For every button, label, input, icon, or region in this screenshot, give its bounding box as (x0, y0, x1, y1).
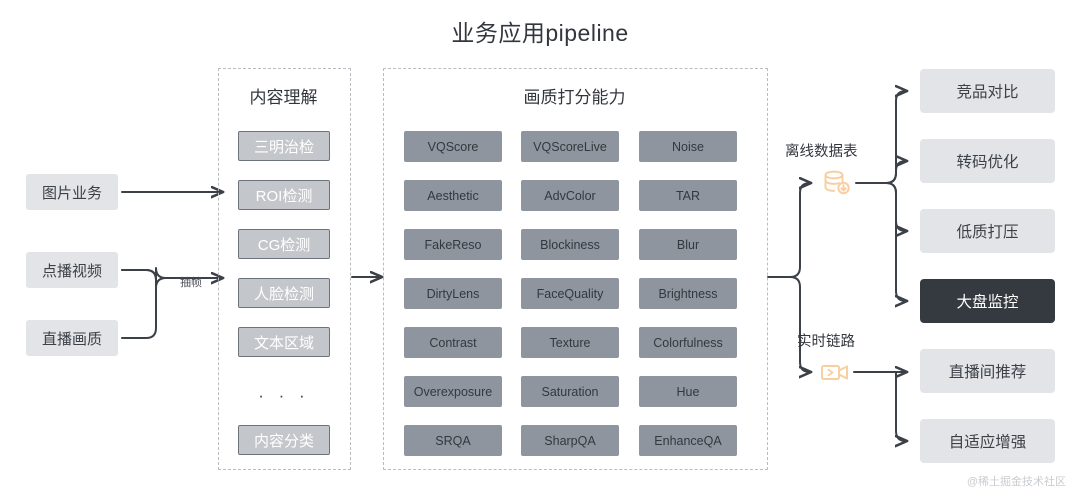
quality-chip-blur[interactable]: Blur (639, 229, 737, 260)
watermark: @稀土掘金技术社区 (966, 476, 1066, 488)
content-chip-ellipsis: · · · (258, 386, 310, 405)
quality-chip-vqscore[interactable]: VQScore (404, 131, 502, 162)
content-chip-content-classify[interactable]: 内容分类 (238, 425, 330, 455)
quality-chip-brightness[interactable]: Brightness (639, 278, 737, 309)
quality-chip-overexposure[interactable]: Overexposure (404, 376, 502, 407)
content-chip-face-detect[interactable]: 人脸检测 (238, 278, 330, 308)
quality-chip-noise[interactable]: Noise (639, 131, 737, 162)
page-title: 业务应用pipeline (451, 20, 629, 46)
content-chip-sandwich-detect[interactable]: 三明治检 (238, 131, 330, 161)
video-camera-icon (821, 365, 848, 380)
quality-chip-sharpqa[interactable]: SharpQA (521, 425, 619, 456)
output-chip-live-room-recommendation[interactable]: 直播间推荐 (920, 349, 1055, 393)
content-chip-text-region[interactable]: 文本区域 (238, 327, 330, 357)
stage-label-offline-data-table: 离线数据表 (785, 144, 858, 160)
quality-chip-aesthetic[interactable]: Aesthetic (404, 180, 502, 211)
quality-chip-tar[interactable]: TAR (639, 180, 737, 211)
content-chip-cg-detect[interactable]: CG检测 (238, 229, 330, 259)
quality-chip-saturation[interactable]: Saturation (521, 376, 619, 407)
quality-chip-advcolor[interactable]: AdvColor (521, 180, 619, 211)
quality-chip-colorfulness[interactable]: Colorfulness (639, 327, 737, 358)
quality-chip-dirtylens[interactable]: DirtyLens (404, 278, 502, 309)
quality-chip-hue[interactable]: Hue (639, 376, 737, 407)
input-chip-live-quality[interactable]: 直播画质 (26, 320, 118, 356)
output-chip-adaptive-enhancement[interactable]: 自适应增强 (920, 419, 1055, 463)
quality-chip-fakereso[interactable]: FakeReso (404, 229, 502, 260)
quality-chip-srqa[interactable]: SRQA (404, 425, 502, 456)
output-chip-dashboard-monitoring[interactable]: 大盘监控 (920, 279, 1055, 323)
quality-chip-blockiness[interactable]: Blockiness (521, 229, 619, 260)
quality-chip-facequality[interactable]: FaceQuality (521, 278, 619, 309)
quality-scoring-panel (383, 68, 768, 470)
input-chip-image-business[interactable]: 图片业务 (26, 174, 118, 210)
output-chip-competitor-comparison[interactable]: 竞品对比 (920, 69, 1055, 113)
input-chip-vod-video[interactable]: 点播视频 (26, 252, 118, 288)
output-chip-transcode-optimization[interactable]: 转码优化 (920, 139, 1055, 183)
quality-chip-vqscorelive[interactable]: VQScoreLive (521, 131, 619, 162)
database-download-icon (824, 170, 850, 195)
content-understanding-panel (218, 68, 351, 470)
quality-chip-contrast[interactable]: Contrast (404, 327, 502, 358)
quality-chip-texture[interactable]: Texture (521, 327, 619, 358)
content-understanding-title: 内容理解 (249, 88, 318, 107)
content-chip-roi-detect[interactable]: ROI检测 (238, 180, 330, 210)
quality-chip-enhanceqa[interactable]: EnhanceQA (639, 425, 737, 456)
edge-label-frame-extraction: 抽帧 (180, 277, 202, 289)
quality-scoring-title: 画质打分能力 (523, 88, 626, 107)
output-chip-low-quality-suppression[interactable]: 低质打压 (920, 209, 1055, 253)
stage-label-realtime-link: 实时链路 (797, 334, 855, 350)
